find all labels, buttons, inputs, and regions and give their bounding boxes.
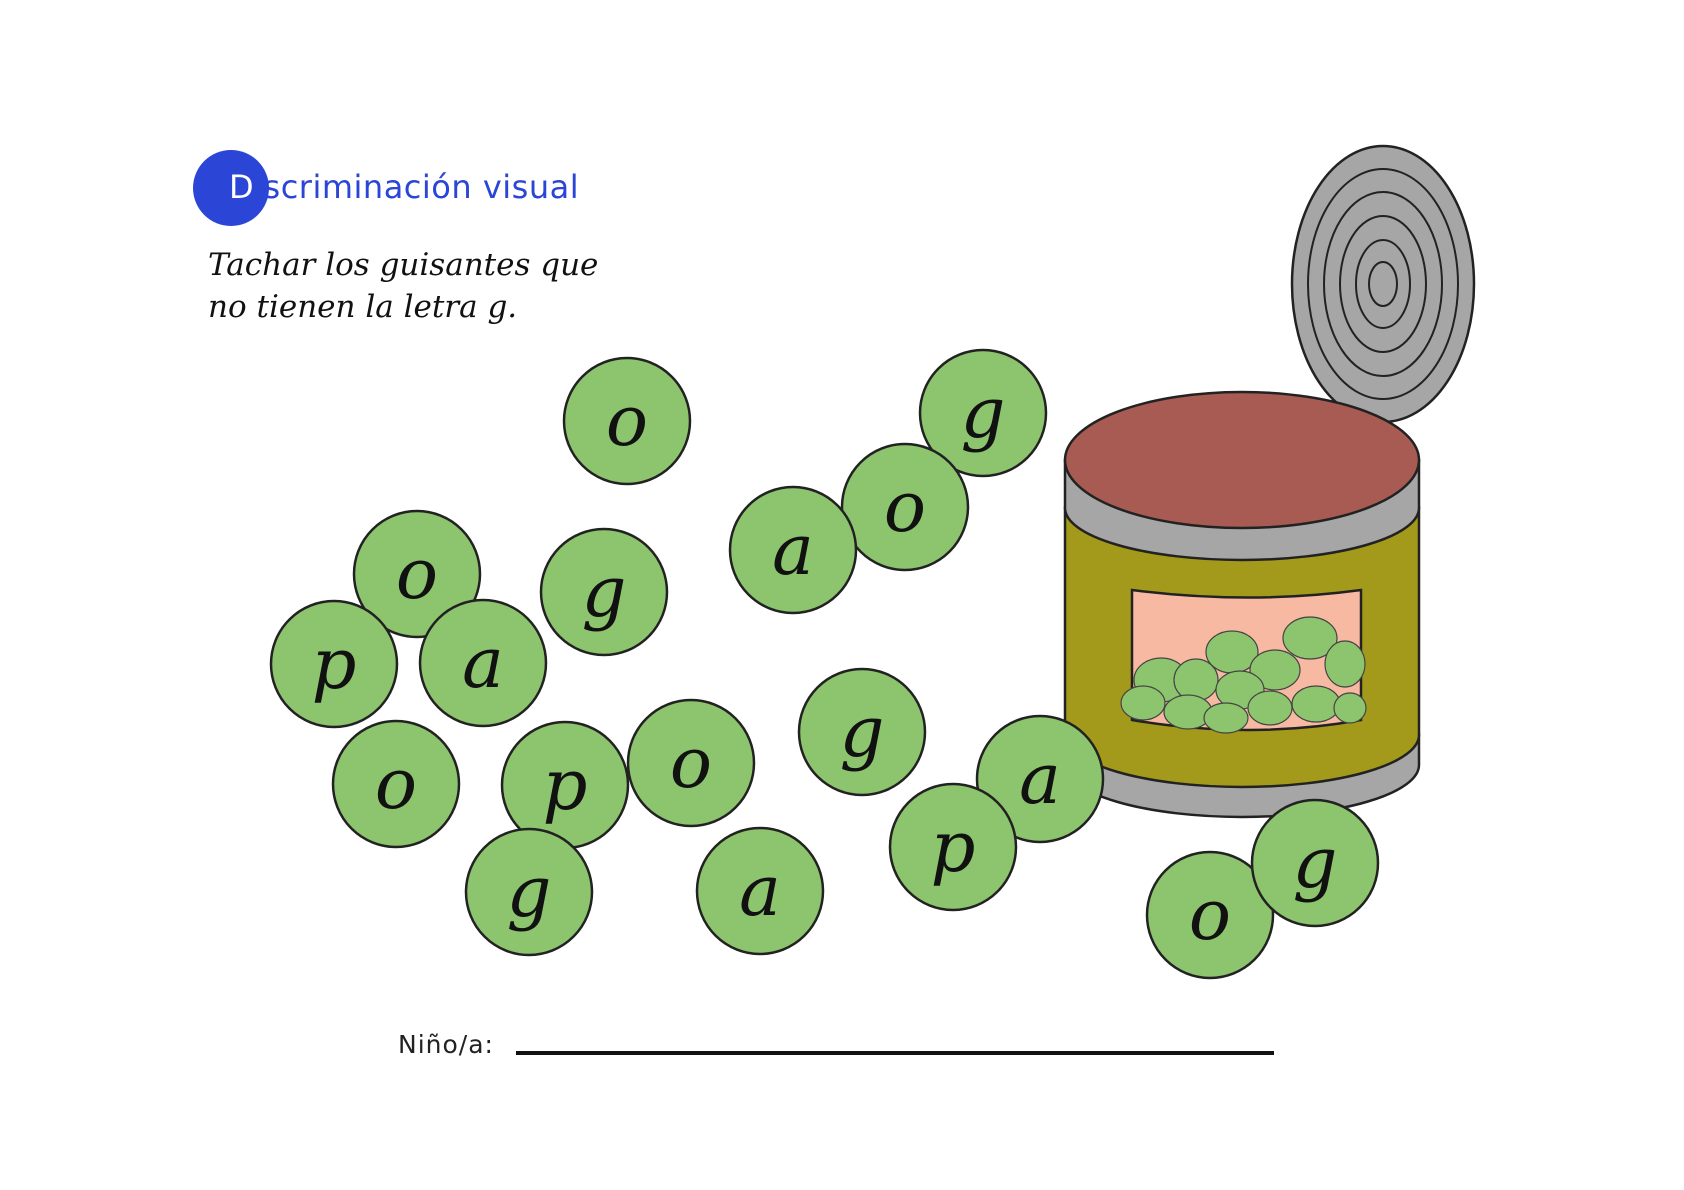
- pea-circle: [975, 714, 1105, 844]
- pea-can-icon: [1063, 144, 1476, 819]
- title-rest: iscriminación visual: [254, 168, 580, 206]
- pea-circle: [728, 485, 858, 615]
- pea-g[interactable]: g: [1250, 798, 1380, 928]
- pea-circle: [1145, 850, 1275, 980]
- pea-circle: [1250, 798, 1380, 928]
- pea-p[interactable]: p: [888, 782, 1018, 912]
- pea-g[interactable]: g: [918, 348, 1048, 478]
- pea-letter: p: [543, 744, 588, 826]
- pea-o[interactable]: o: [331, 719, 461, 849]
- can-open-lid: [1290, 144, 1476, 424]
- pea-letter: g: [1293, 822, 1338, 904]
- pea-o[interactable]: o: [1145, 850, 1275, 980]
- pea-circle: [539, 527, 669, 657]
- instructions: Tachar los guisantes que no tienen la le…: [208, 244, 598, 328]
- pea-letter: a: [772, 509, 814, 591]
- pea-letter: p: [931, 806, 976, 888]
- pea-letter: g: [582, 551, 627, 633]
- pea-circle: [695, 826, 825, 956]
- pea-p[interactable]: p: [500, 720, 630, 850]
- pea-a[interactable]: a: [975, 714, 1105, 844]
- pea-g[interactable]: g: [797, 667, 927, 797]
- pea-letter: o: [606, 380, 648, 462]
- pea-a[interactable]: a: [418, 598, 548, 728]
- pea-letter: o: [884, 466, 926, 548]
- pea-circle: [626, 698, 756, 828]
- pea-circle: [918, 348, 1048, 478]
- pea-circle: [464, 827, 594, 957]
- can-window: [1120, 588, 1367, 734]
- pea-letter: g: [840, 691, 885, 773]
- pea-o[interactable]: o: [352, 509, 482, 639]
- pea-letter: a: [739, 850, 781, 932]
- pea-letter: a: [462, 622, 504, 704]
- header-circle-icon: [193, 150, 269, 226]
- pea-circle: [352, 509, 482, 639]
- pea-letter: o: [375, 743, 417, 825]
- title-initial: D: [229, 168, 255, 206]
- pea-letter: a: [1019, 738, 1061, 820]
- pea-circle: [840, 442, 970, 572]
- pea-letter: g: [507, 851, 552, 933]
- pea-a[interactable]: a: [695, 826, 825, 956]
- pea-circle: [562, 356, 692, 486]
- child-name-label: Niño/a:: [398, 1030, 494, 1059]
- pea-o[interactable]: o: [562, 356, 692, 486]
- pea-circle: [269, 599, 399, 729]
- instruction-line-1: Tachar los guisantes que: [208, 247, 599, 283]
- pea-a[interactable]: a: [728, 485, 858, 615]
- child-name-line[interactable]: [516, 1051, 1274, 1055]
- pea-letter: o: [1189, 874, 1231, 956]
- pea-circle: [331, 719, 461, 849]
- pea-circle: [797, 667, 927, 797]
- pea-circle: [418, 598, 548, 728]
- pea-g[interactable]: g: [539, 527, 669, 657]
- pea-letter: o: [670, 722, 712, 804]
- pea-g[interactable]: g: [464, 827, 594, 957]
- instruction-line-2: no tienen la letra g.: [208, 289, 518, 325]
- pea-letter: p: [312, 623, 357, 705]
- pea-letter: o: [396, 533, 438, 615]
- pea-letter: g: [961, 372, 1006, 454]
- pea-o[interactable]: o: [840, 442, 970, 572]
- pea-circle: [888, 782, 1018, 912]
- pea-p[interactable]: p: [269, 599, 399, 729]
- pea-o[interactable]: o: [626, 698, 756, 828]
- page-title: Discriminación visual: [229, 168, 579, 206]
